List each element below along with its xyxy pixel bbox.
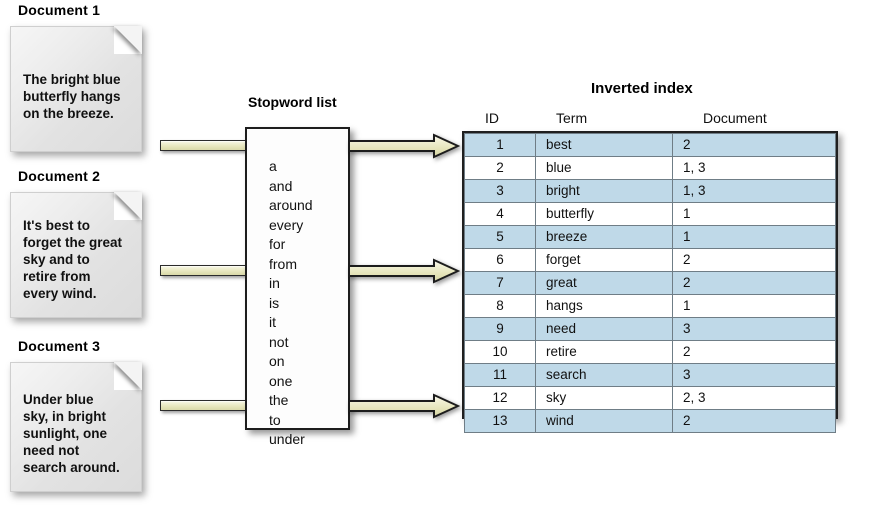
page-fold-icon	[114, 26, 142, 54]
table-row: 8 hangs 1	[464, 294, 836, 318]
stopword-item: on	[269, 353, 285, 369]
stopword-item: is	[269, 294, 280, 311]
column-header-id: ID	[485, 110, 499, 126]
cell-term: wind	[535, 409, 673, 433]
cell-term: bright	[535, 179, 673, 203]
cell-id: 6	[464, 248, 536, 272]
cell-document: 1, 3	[672, 179, 836, 203]
document-1-title: Document 1	[18, 2, 101, 18]
cell-document: 2, 3	[672, 386, 836, 410]
cell-id: 8	[464, 294, 536, 318]
cell-document: 2	[672, 340, 836, 364]
cell-id: 1	[464, 133, 536, 157]
cell-id: 2	[464, 156, 536, 180]
cell-id: 12	[464, 386, 536, 410]
document-1-text: The bright blue butterfly hangs on the b…	[23, 72, 121, 121]
stopword-item: for	[269, 236, 286, 252]
cell-term: great	[535, 271, 673, 295]
document-2-title: Document 2	[18, 168, 101, 184]
cell-document: 2	[672, 271, 836, 295]
document-3-text: Under blue sky, in bright sunlight, one …	[23, 392, 120, 475]
cell-document: 2	[672, 248, 836, 272]
document-3-title: Document 3	[18, 338, 101, 354]
stopword-items: a and around every for from in is it not…	[269, 157, 313, 450]
cell-term: need	[535, 317, 673, 341]
table-row: 9 need 3	[464, 317, 836, 341]
stopword-item: in	[269, 275, 280, 291]
arrow-stopword-to-index-1	[348, 133, 460, 159]
cell-id: 10	[464, 340, 536, 364]
document-2-text: It's best to forget the great sky and to…	[23, 218, 123, 301]
arrow-stopword-to-index-2	[348, 258, 460, 284]
cell-term: search	[535, 363, 673, 387]
table-row: 4 butterfly 1	[464, 202, 836, 226]
column-header-term: Term	[556, 110, 588, 126]
stopword-item: from	[269, 255, 297, 272]
cell-id: 3	[464, 179, 536, 203]
cell-document: 1, 3	[672, 156, 836, 180]
table-row: 2 blue 1, 3	[464, 156, 836, 180]
stopword-item: not	[269, 333, 289, 350]
stopword-list-title: Stopword list	[248, 94, 337, 110]
stopword-item: it	[269, 314, 276, 330]
cell-id: 11	[464, 363, 536, 387]
stopword-item: to	[269, 411, 281, 428]
cell-term: blue	[535, 156, 673, 180]
table-row: 12 sky 2, 3	[464, 386, 836, 410]
stopword-item: around	[269, 197, 313, 213]
cell-term: breeze	[535, 225, 673, 249]
cell-id: 9	[464, 317, 536, 341]
stopword-list-box: a and around every for from in is it not…	[245, 127, 350, 447]
table-row: 1 best 2	[464, 133, 836, 157]
cell-id: 4	[464, 202, 536, 226]
document-3-card: Under blue sky, in bright sunlight, one …	[10, 362, 142, 492]
cell-id: 5	[464, 225, 536, 249]
cell-document: 2	[672, 409, 836, 433]
inverted-index-table: 1 best 2 2 blue 1, 3 3 bright 1, 3 4 but…	[462, 131, 838, 433]
cell-term: sky	[535, 386, 673, 410]
cell-document: 1	[672, 294, 836, 318]
table-row: 11 search 3	[464, 363, 836, 387]
cell-document: 1	[672, 202, 836, 226]
column-header-document: Document	[703, 110, 767, 126]
table-row: 3 bright 1, 3	[464, 179, 836, 203]
arrow-stopword-to-index-3	[348, 393, 460, 419]
stopword-item: under	[269, 431, 305, 447]
table-row: 10 retire 2	[464, 340, 836, 364]
stopword-item: the	[269, 392, 289, 408]
cell-term: best	[535, 133, 673, 157]
table-row: 7 great 2	[464, 271, 836, 295]
stopword-item: one	[269, 372, 293, 389]
cell-document: 3	[672, 317, 836, 341]
table-row: 5 breeze 1	[464, 225, 836, 249]
page-fold-icon	[114, 192, 142, 220]
table-row: 13 wind 2	[464, 409, 836, 433]
page-fold-icon	[114, 362, 142, 390]
document-1-card: The bright blue butterfly hangs on the b…	[10, 26, 142, 152]
cell-document: 2	[672, 133, 836, 157]
stopword-item: and	[269, 177, 293, 194]
cell-term: butterfly	[535, 202, 673, 226]
arrow-doc3-to-stopword	[160, 400, 248, 411]
cell-document: 3	[672, 363, 836, 387]
inverted-index-title: Inverted index	[591, 80, 693, 97]
cell-term: hangs	[535, 294, 673, 318]
document-2-card: It's best to forget the great sky and to…	[10, 192, 142, 318]
arrow-doc2-to-stopword	[160, 265, 248, 276]
arrow-doc1-to-stopword	[160, 140, 248, 151]
cell-term: forget	[535, 248, 673, 272]
cell-id: 7	[464, 271, 536, 295]
cell-document: 1	[672, 225, 836, 249]
stopword-item: every	[269, 216, 304, 233]
cell-term: retire	[535, 340, 673, 364]
cell-id: 13	[464, 409, 536, 433]
table-row: 6 forget 2	[464, 248, 836, 272]
stopword-item: a	[269, 158, 277, 174]
